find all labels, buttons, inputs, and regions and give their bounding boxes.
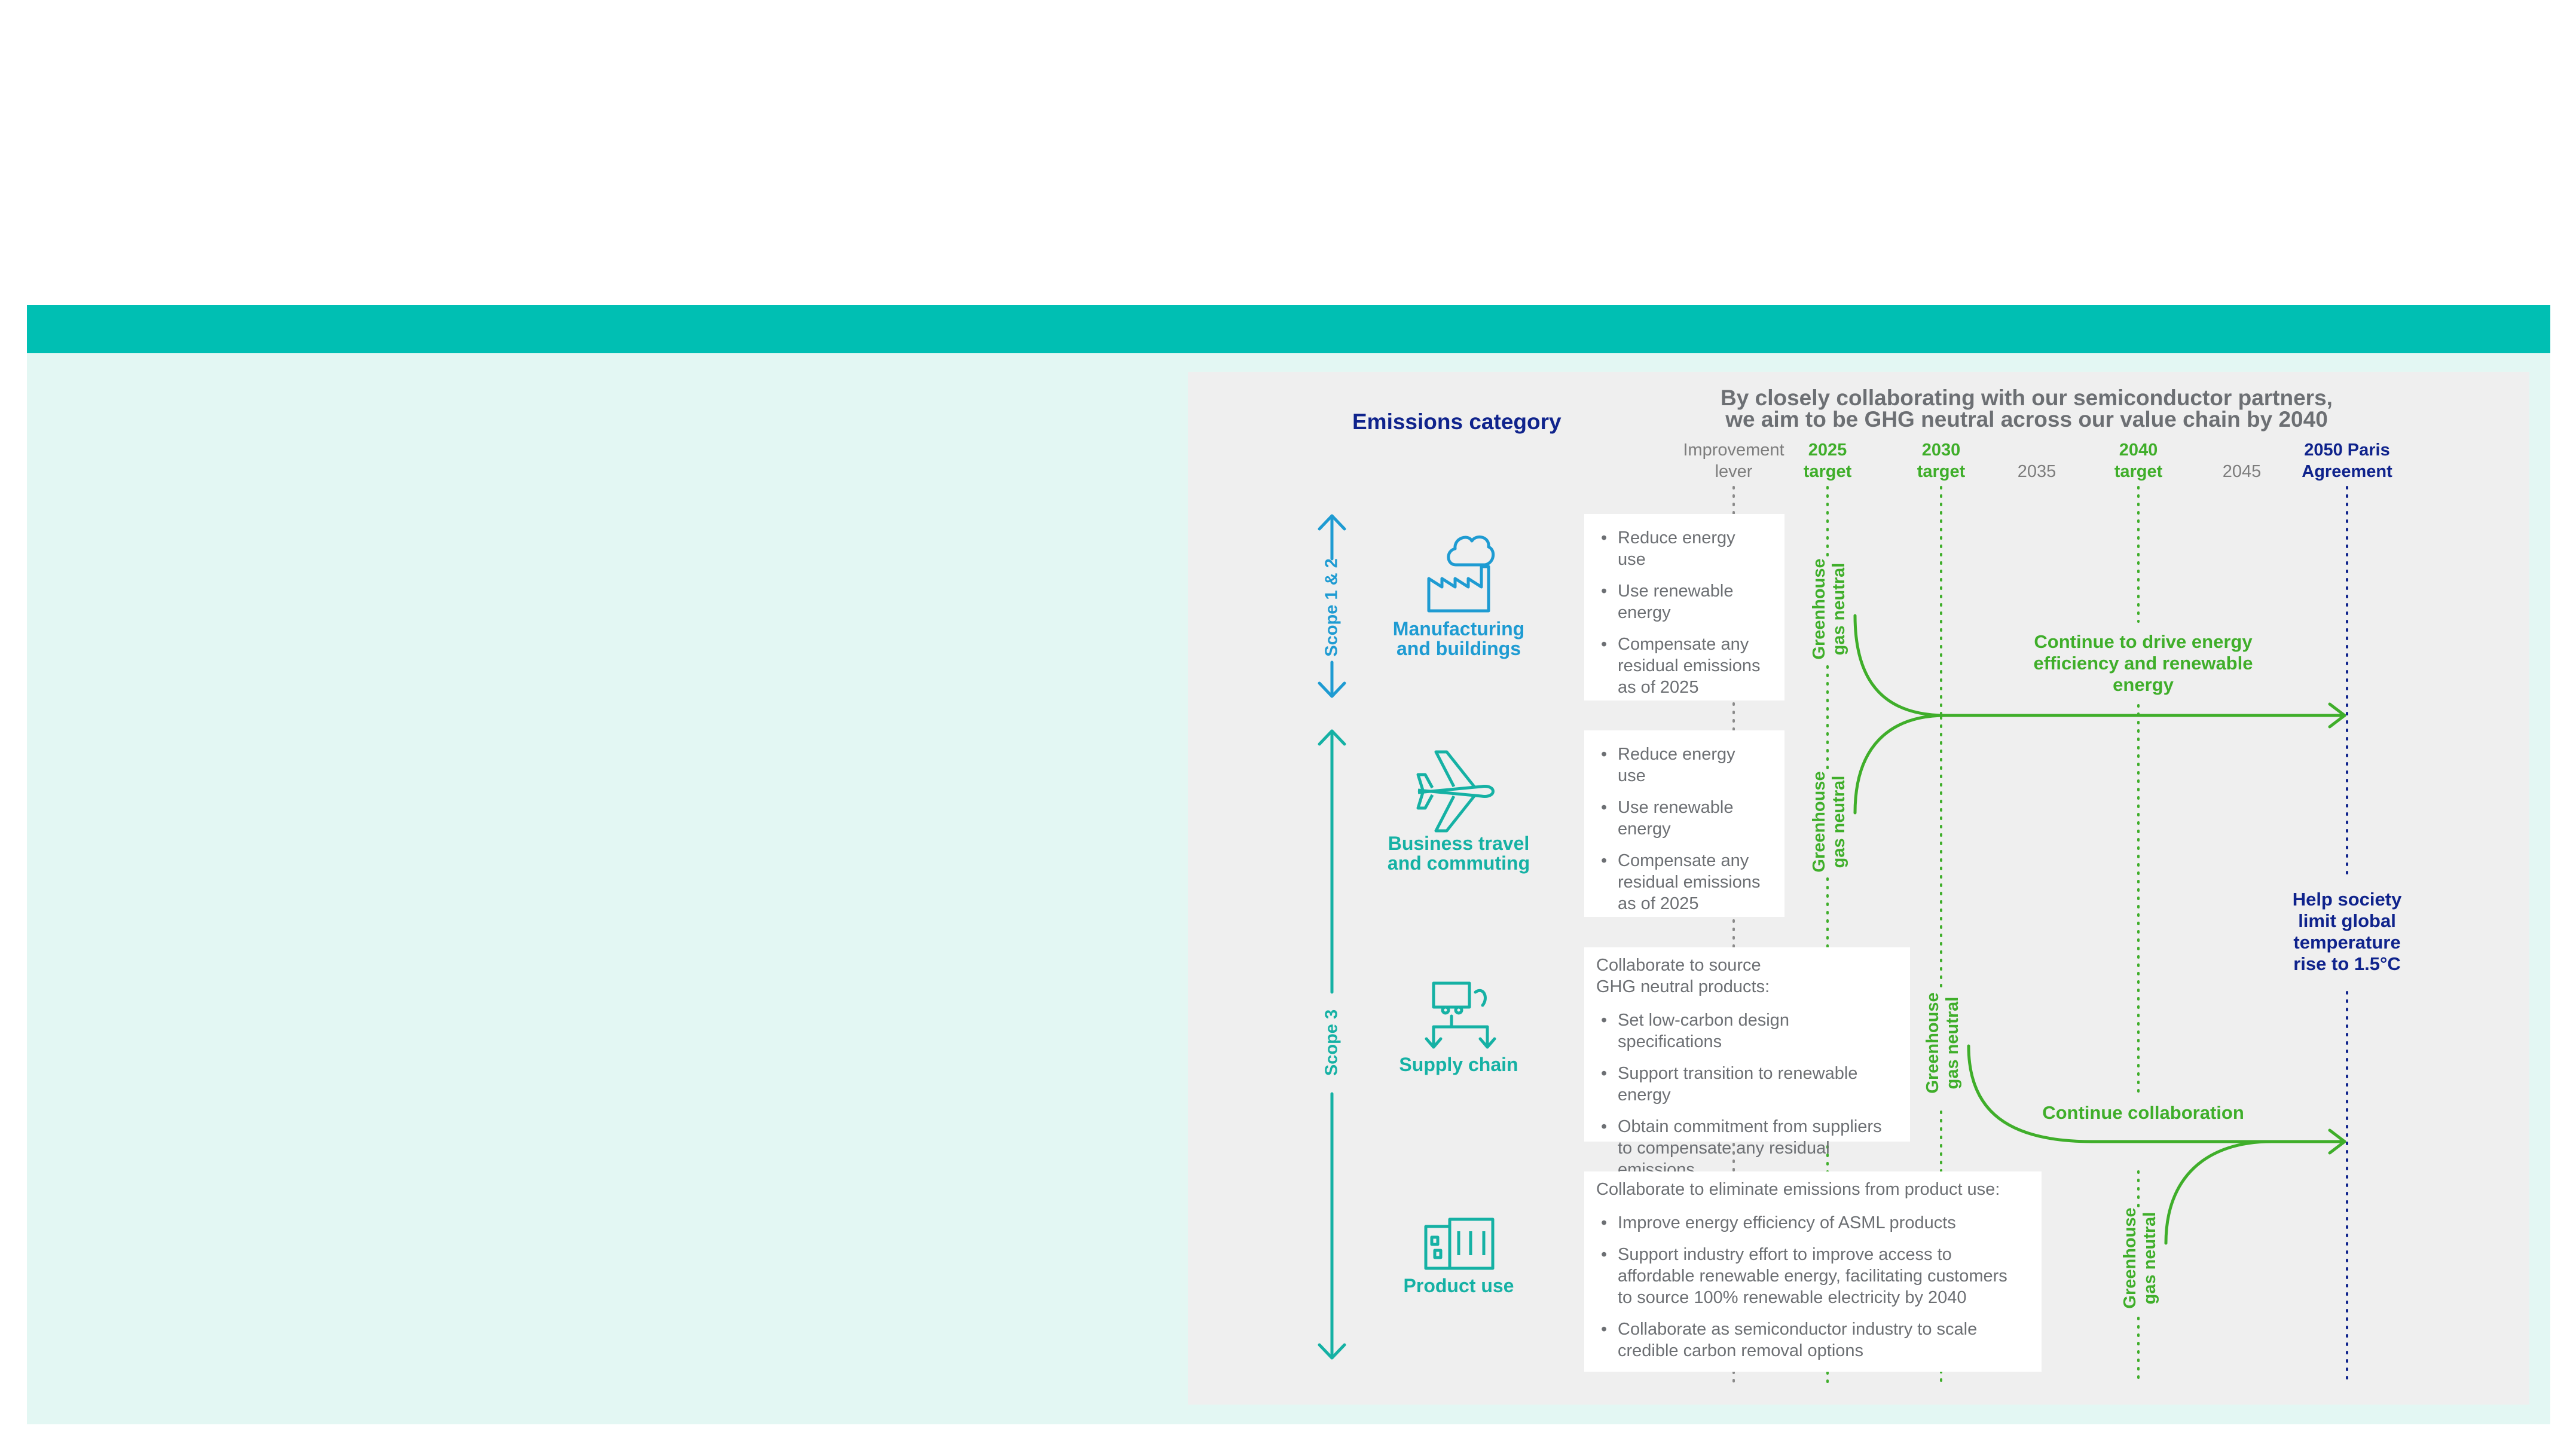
product-use-flow-curve bbox=[2164, 1140, 2274, 1245]
scope3-arrowhead-down bbox=[1318, 1343, 1346, 1360]
machine-icon bbox=[1424, 1217, 1495, 1270]
scope12-flow-curve bbox=[1853, 614, 1948, 717]
category-supply-chain: Supply chain bbox=[1399, 1054, 1518, 1075]
category-product-use: Product use bbox=[1403, 1275, 1514, 1296]
supply-chain-flow-curve bbox=[1967, 1044, 2094, 1143]
lever-item: Collaborate as semiconductor industry to… bbox=[1596, 1319, 2030, 1362]
diagram-title-line1: By closely collaborating with our semico… bbox=[1721, 386, 2333, 410]
lever-item: Support transition to renewable energy bbox=[1596, 1063, 1898, 1106]
scope12-flow-curve bbox=[1853, 714, 1948, 815]
lever-box-supply-chain: Collaborate to source GHG neutral produc… bbox=[1584, 947, 1910, 1201]
lever-item: Reduce energy use bbox=[1596, 744, 1773, 787]
scope3-arrowhead-up bbox=[1318, 729, 1346, 746]
lever-item: Improve energy efficiency of ASML produc… bbox=[1596, 1212, 2030, 1234]
scope3-flow-arrowhead bbox=[2328, 1128, 2346, 1155]
lever-box-product-use: Collaborate to eliminate emissions from … bbox=[1584, 1171, 2042, 1372]
scope12-flow-arrowhead bbox=[2328, 702, 2346, 729]
lever-item: Set low-carbon design specifications bbox=[1596, 1010, 1898, 1053]
lever-box-manufacturing: Reduce energy use Use renewable energy C… bbox=[1584, 514, 1784, 700]
scope12-arrowhead-down bbox=[1318, 681, 1346, 698]
lever-item: Reduce energy use bbox=[1596, 527, 1773, 570]
factory-icon bbox=[1427, 535, 1495, 613]
lever-intro: Collaborate to eliminate emissions from … bbox=[1596, 1180, 2000, 1199]
scope3-label: Scope 3 bbox=[1322, 1009, 1342, 1076]
lever-item: Use renewable energy bbox=[1596, 580, 1773, 623]
lever-box-business-travel: Reduce energy use Use renewable energy C… bbox=[1584, 730, 1784, 917]
supply-chain-icon bbox=[1425, 981, 1496, 1049]
airplane-icon bbox=[1416, 750, 1495, 833]
scope12-label: Scope 1 & 2 bbox=[1322, 558, 1342, 657]
diagram-title-line2: we aim to be GHG neutral across our valu… bbox=[1725, 407, 2328, 432]
lever-intro: Collaborate to source GHG neutral produc… bbox=[1596, 956, 1770, 996]
emissions-category-heading: Emissions category bbox=[1352, 409, 1562, 434]
scope12-arrowhead-up bbox=[1318, 514, 1346, 531]
lever-item: Compensate any residual emissions as of … bbox=[1596, 634, 1773, 698]
lever-item: Compensate any residual emissions as of … bbox=[1596, 850, 1773, 914]
col-2035: 2035 bbox=[2017, 462, 2056, 481]
col-2045: 2045 bbox=[2222, 462, 2262, 481]
lever-item: Use renewable energy bbox=[1596, 797, 1773, 840]
lever-item: Support industry effort to improve acces… bbox=[1596, 1244, 2030, 1308]
header-band bbox=[27, 305, 2550, 353]
continue-collaboration-label: Continue collaboration bbox=[2042, 1102, 2244, 1123]
